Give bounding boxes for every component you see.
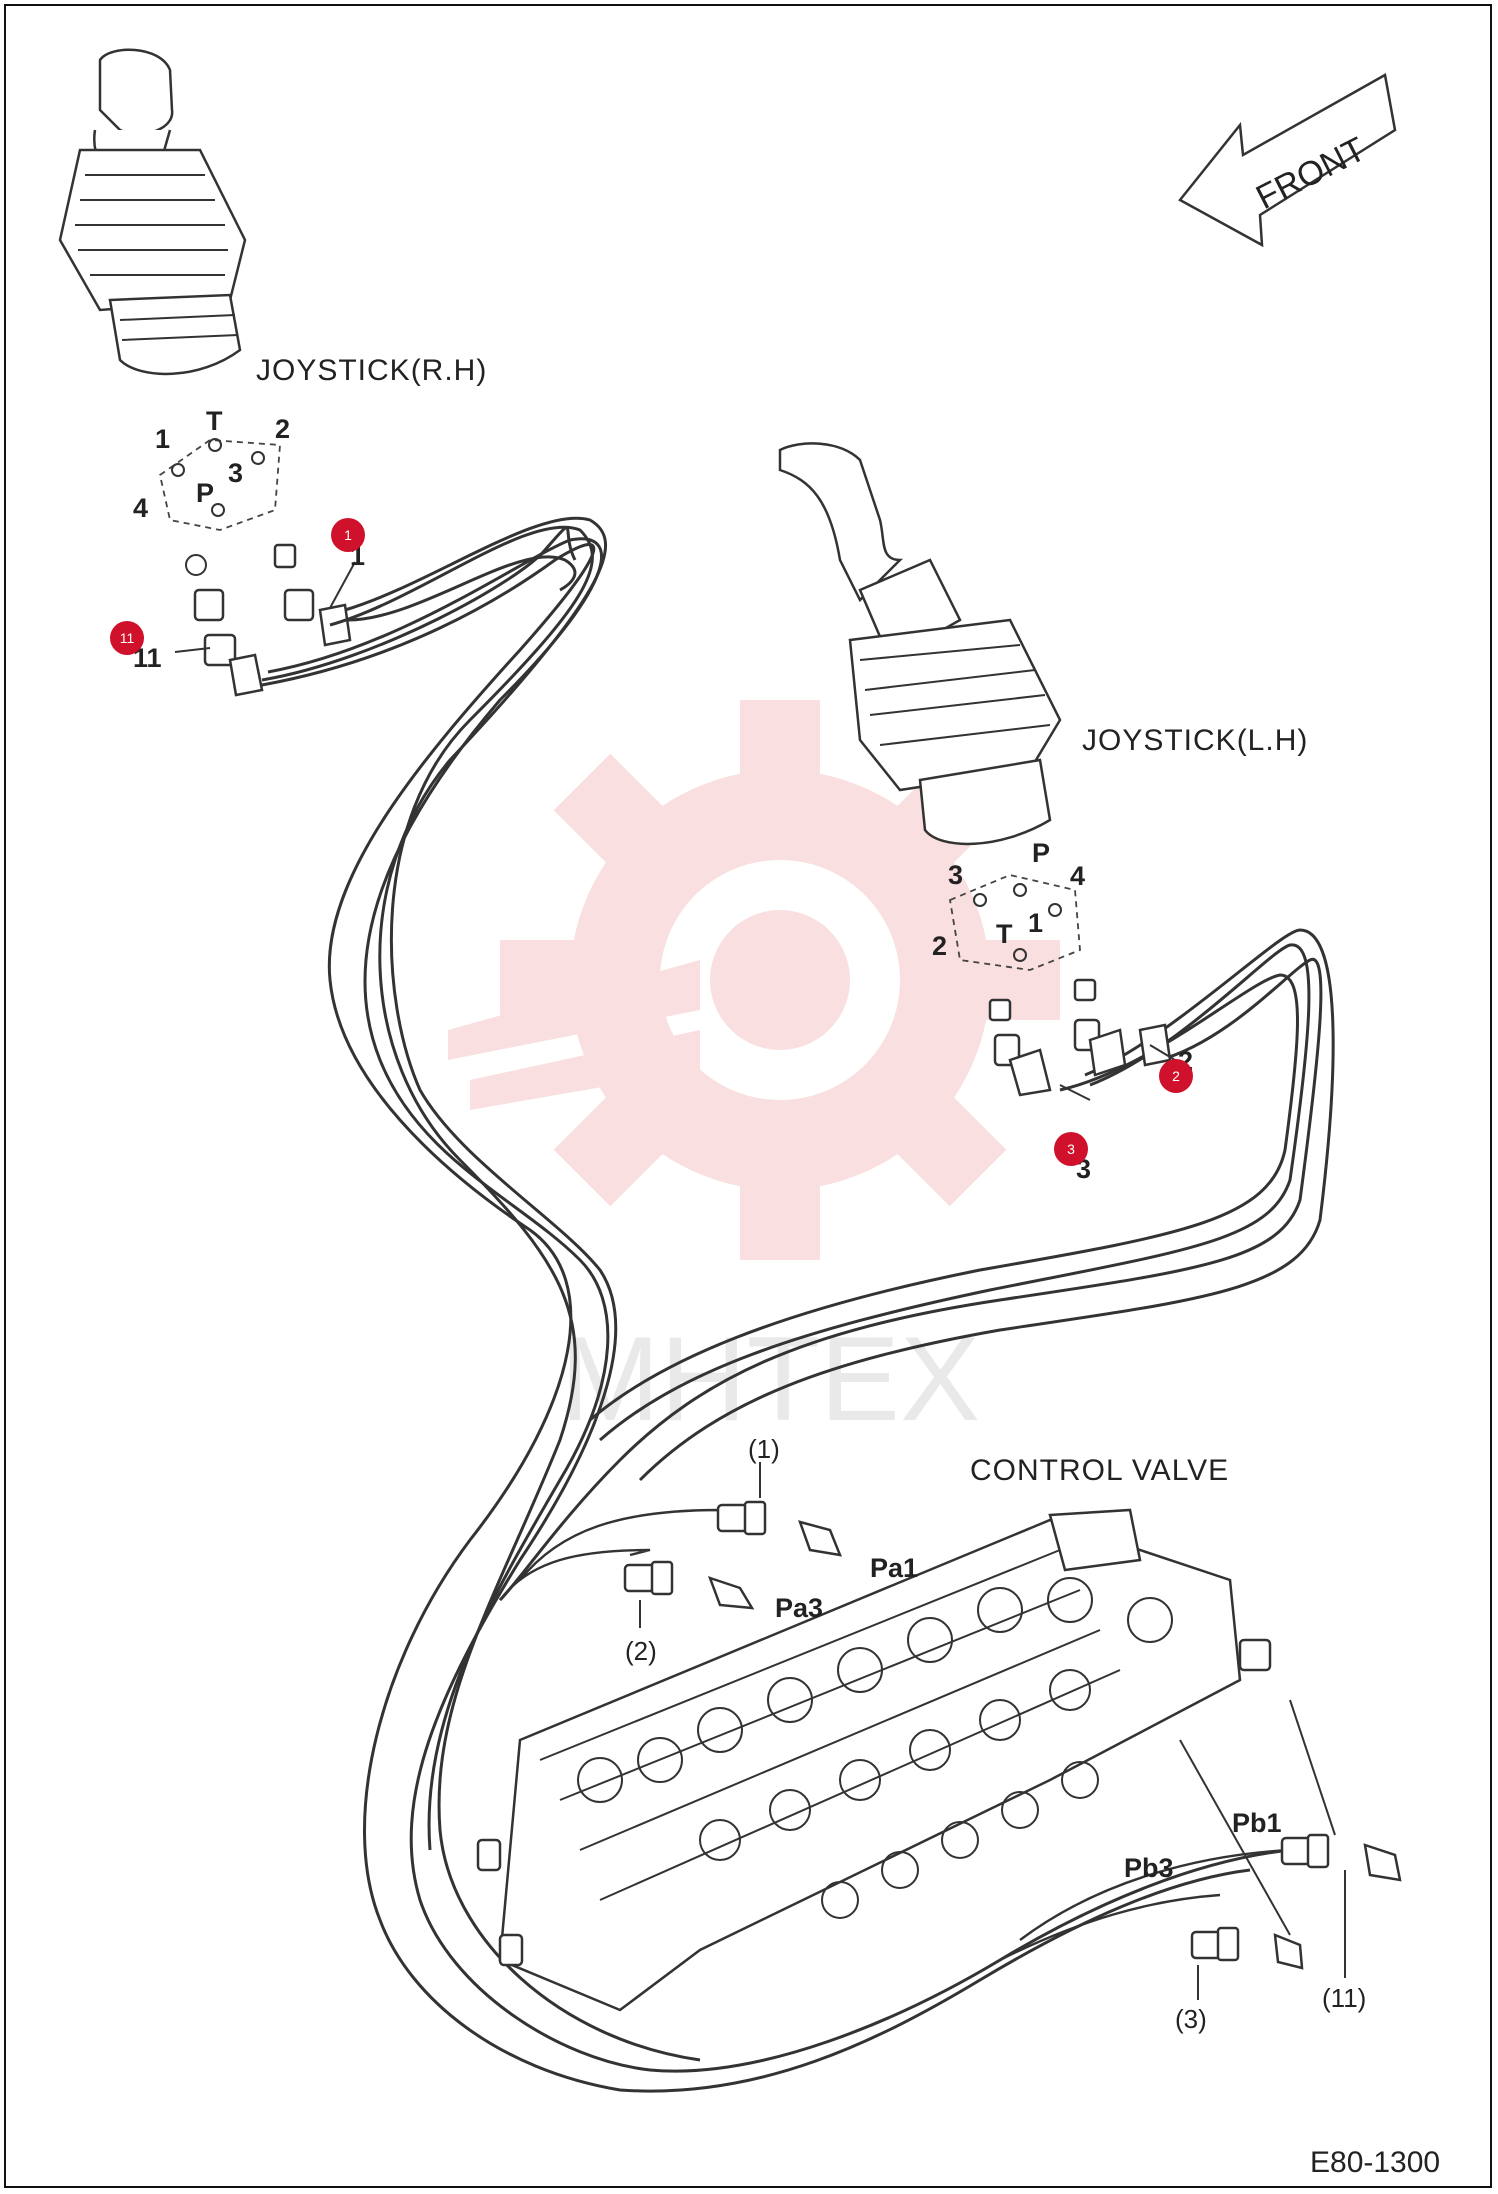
control-valve-drawing (476, 1508, 1272, 2012)
lh-port-3: 3 (948, 860, 963, 890)
hose-end-11: (11) (1322, 1983, 1366, 2013)
hose-end-2: (2) (625, 1636, 657, 1666)
lh-port-p: P (1032, 838, 1050, 868)
svg-text:11: 11 (120, 630, 135, 646)
joystick-rh-drawing (58, 48, 247, 376)
rh-port-t: T (206, 406, 223, 436)
lh-port-t: T (996, 919, 1013, 949)
rh-fittings (185, 543, 352, 697)
svg-text:1: 1 (344, 527, 352, 543)
lh-port-4: 4 (1070, 861, 1085, 891)
rh-port-p: P (196, 478, 214, 508)
joystick-lh-drawing (778, 442, 1062, 846)
joystick-rh-label: JOYSTICK(R.H) (256, 354, 487, 387)
lh-port-1: 1 (1028, 908, 1043, 938)
joystick-lh-label: JOYSTICK(L.H) (1082, 724, 1308, 757)
valve-port-pb1: Pb1 (1232, 1808, 1282, 1838)
callout-2[interactable]: 2 (1159, 1059, 1193, 1093)
hose-end-1: (1) (748, 1434, 780, 1464)
valve-hose-ends (623, 1500, 1402, 1970)
svg-text:2: 2 (1172, 1068, 1180, 1084)
lh-port-2: 2 (932, 931, 947, 961)
watermark-text: MHTEX (560, 1312, 980, 1446)
control-valve-label: CONTROL VALVE (970, 1454, 1229, 1487)
hose-bundle (261, 516, 1335, 2093)
callout-1[interactable]: 1 (331, 518, 365, 552)
rh-port-1: 1 (155, 424, 170, 454)
svg-text:3: 3 (1067, 1141, 1075, 1157)
lh-fittings (988, 978, 1172, 1097)
rh-port-2: 2 (275, 414, 290, 444)
leader-lines (174, 561, 1346, 2000)
hose-end-3: (3) (1175, 2004, 1207, 2034)
rh-port-plate (158, 438, 281, 531)
callout-11[interactable]: 11 (110, 621, 144, 655)
callout-3[interactable]: 3 (1054, 1132, 1088, 1166)
valve-port-pb3: Pb3 (1124, 1853, 1174, 1883)
watermark-logo (448, 700, 1060, 1260)
drawing-code: E80-1300 (1310, 2146, 1440, 2179)
rh-port-4: 4 (133, 493, 148, 523)
lh-port-plate (948, 874, 1081, 971)
rh-port-3: 3 (228, 458, 243, 488)
valve-port-pa1: Pa1 (870, 1553, 918, 1583)
front-arrow: FRONT (1178, 73, 1397, 248)
valve-port-pa3: Pa3 (775, 1593, 823, 1623)
